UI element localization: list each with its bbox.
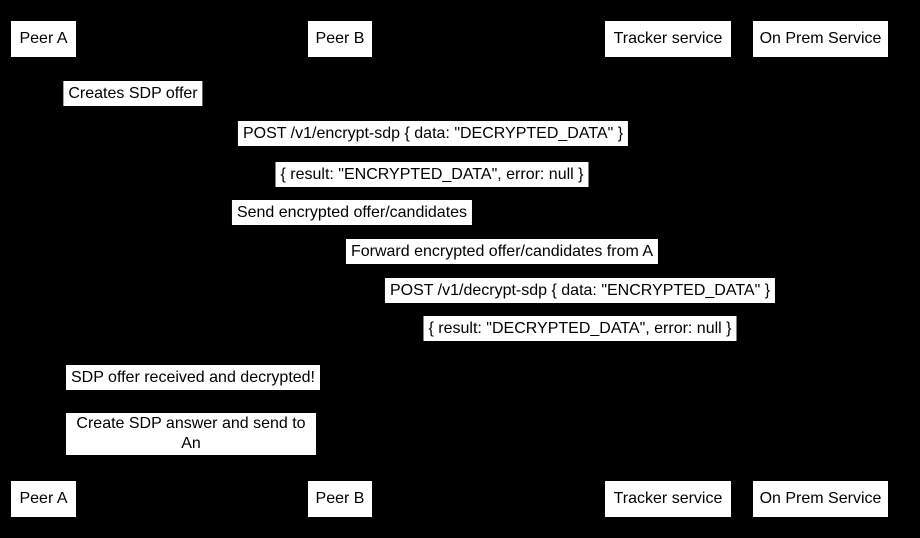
message-sdp-offer-received: SDP offer received and decrypted! <box>66 365 320 390</box>
actor-top-on-prem-service: On Prem Service <box>753 21 888 57</box>
note-create-sdp-answer: Create SDP answer and send to An using t… <box>66 413 316 472</box>
message-decrypt-result: { result: "DECRYPTED_DATA", error: null … <box>423 316 737 341</box>
message-post-decrypt-sdp: POST /v1/decrypt-sdp { data: "ENCRYPTED_… <box>384 278 776 303</box>
message-forward-encrypted-offer: Forward encrypted offer/candidates from … <box>345 239 659 264</box>
actor-bottom-peer-a: Peer A <box>11 481 76 517</box>
message-encrypt-result: { result: "ENCRYPTED_DATA", error: null … <box>275 162 589 187</box>
note-line-1: Create SDP answer and send to An <box>76 415 306 452</box>
message-post-encrypt-sdp: POST /v1/encrypt-sdp { data: "DECRYPTED_… <box>237 121 629 146</box>
message-creates-sdp-offer: Creates SDP offer <box>63 81 203 106</box>
actor-bottom-on-prem-service: On Prem Service <box>753 481 888 517</box>
actor-top-tracker-service: Tracker service <box>605 21 731 57</box>
message-send-encrypted-offer: Send encrypted offer/candidates <box>231 200 473 225</box>
actor-top-peer-a: Peer A <box>11 21 76 57</box>
actor-bottom-peer-b: Peer B <box>308 481 372 517</box>
actor-bottom-tracker-service: Tracker service <box>605 481 731 517</box>
note-line-2: using the same mechanism <box>93 455 289 472</box>
actor-top-peer-b: Peer B <box>308 21 372 57</box>
